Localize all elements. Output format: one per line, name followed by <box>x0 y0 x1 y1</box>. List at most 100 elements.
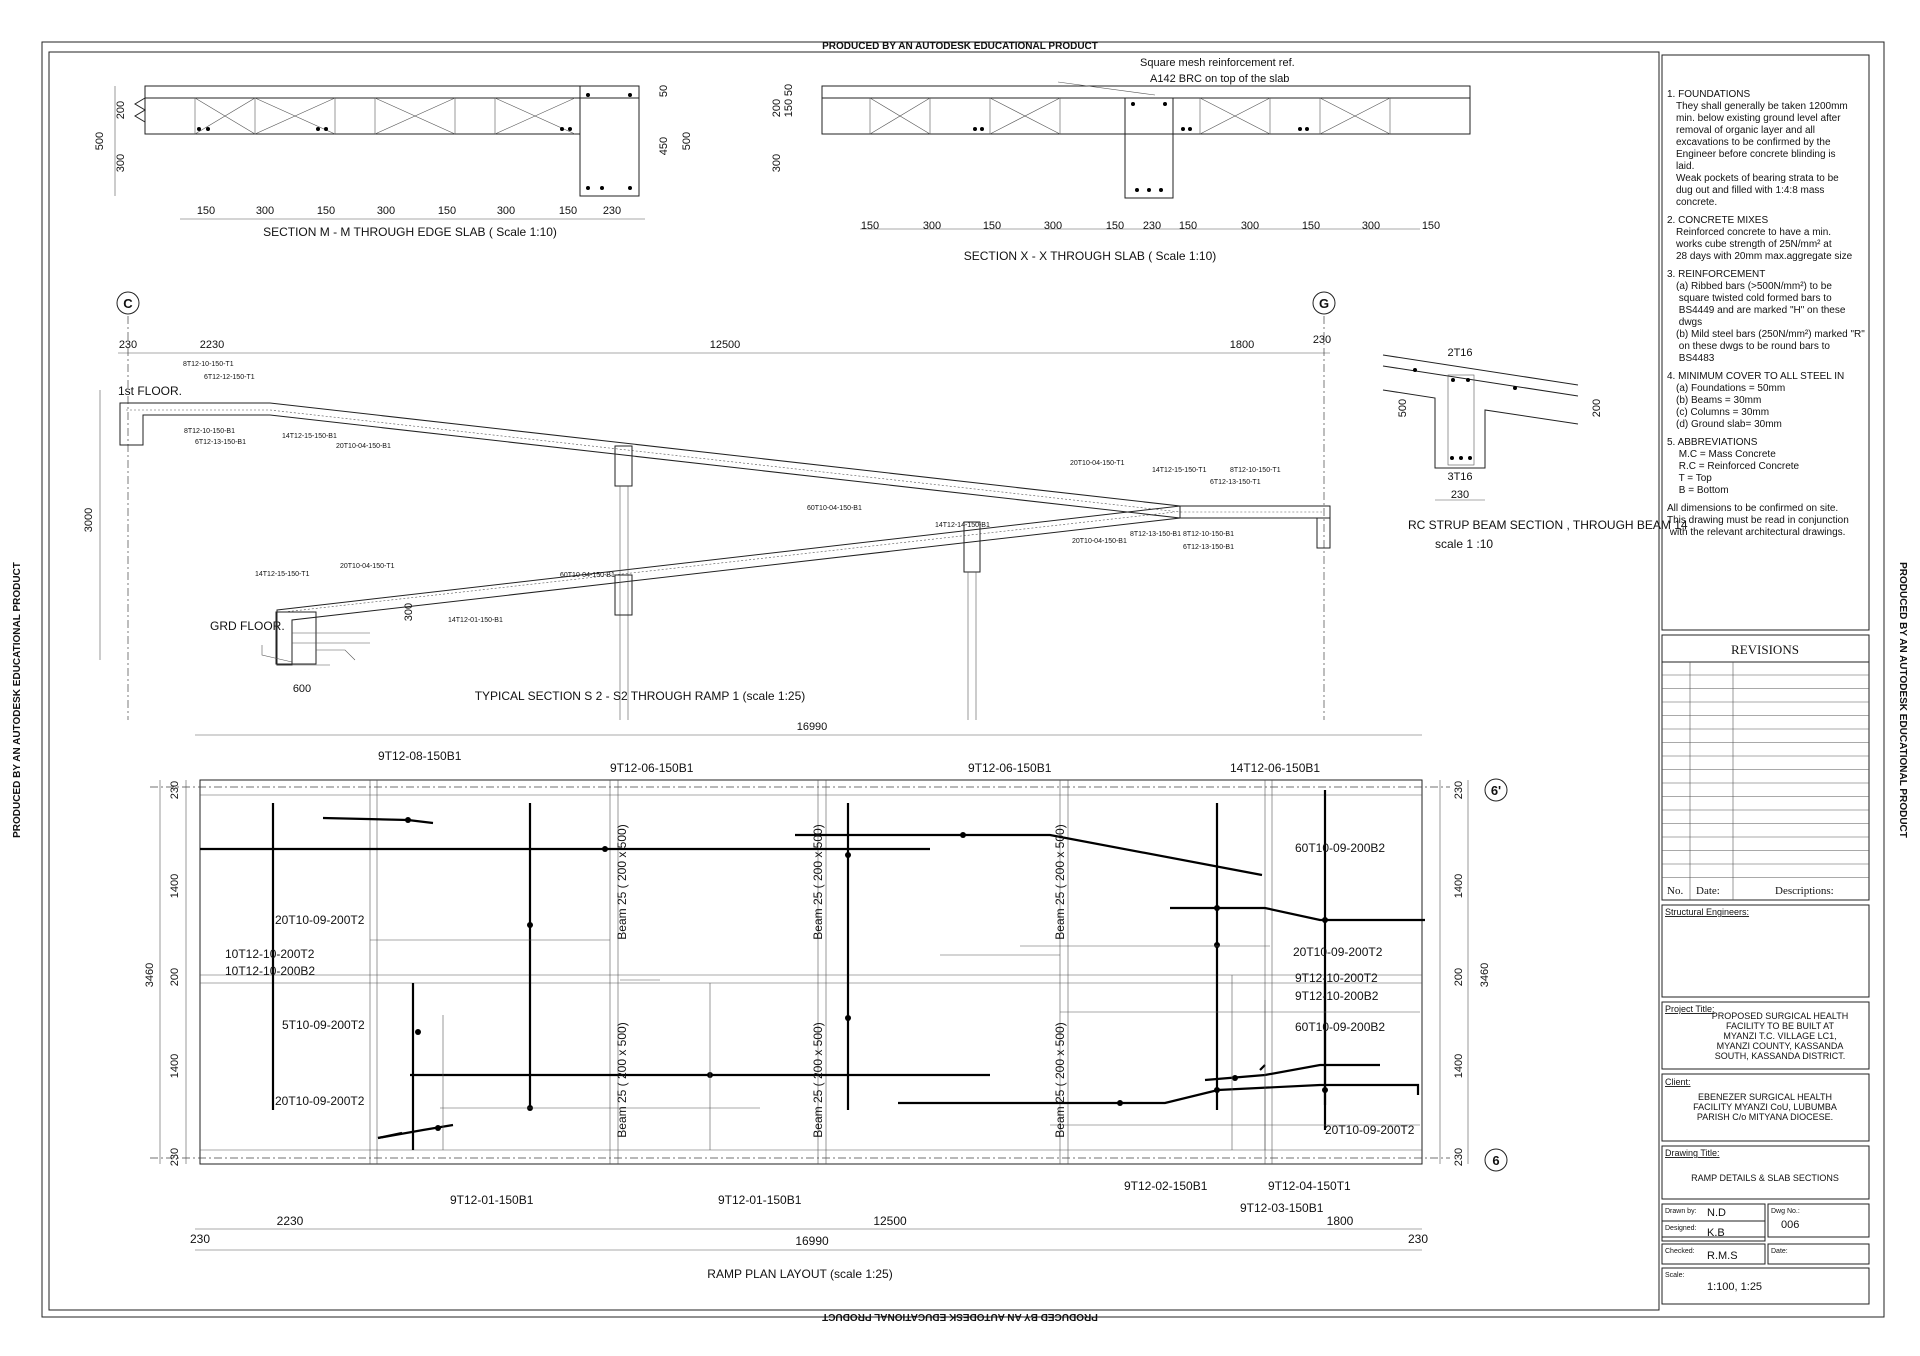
rs-bar-label: 8T12-10-150-T1 <box>183 361 234 368</box>
note-line: min. below existing ground level after <box>1676 113 1841 124</box>
grid-6-bubble <box>1484 1148 1508 1172</box>
plan-bottom-end: 230 <box>1408 1232 1428 1246</box>
rs-bar-label: 14T12-14-150-B1 <box>935 522 990 529</box>
xx-bdim: 300 <box>1241 220 1259 232</box>
checked: R.M.S <box>1707 1250 1738 1262</box>
plan-label-bottom: 9T12-03-150B1 <box>1240 1201 1324 1215</box>
project-title-line: MYANZI COUNTY, KASSANDA <box>1717 1041 1844 1051</box>
plan-label-mid: 60T10-09-200B2 <box>1295 841 1385 855</box>
mm-dim-450: 450 <box>658 137 670 155</box>
plan-label-mid: 9T12-10-200B2 <box>1295 989 1379 1003</box>
plan-bottom-dim: 12500 <box>873 1214 907 1228</box>
rs-bar-label: 14T12-15-150-T1 <box>1152 467 1207 474</box>
xx-bdim: 150 <box>861 220 879 232</box>
plan-label-mid: 20T10-09-200T2 <box>1293 945 1383 959</box>
grid-g-label: G <box>1319 296 1329 311</box>
note-line: Reinforced concrete to have a min. <box>1676 227 1831 238</box>
mm-bdim: 300 <box>256 205 274 217</box>
mm-dim-500: 500 <box>94 132 106 150</box>
note-line: (b) Mild steel bars (250N/mm²) marked "R… <box>1676 329 1865 340</box>
drawn-by-label: Drawn by: <box>1665 1208 1697 1215</box>
section-mm: 500 200 300 50 450 500 150 300 150 300 1… <box>94 85 693 239</box>
note-line: dwgs <box>1676 317 1702 328</box>
plan-left-dim: 230 <box>169 1148 181 1166</box>
dwg-no-label: Dwg No.: <box>1771 1208 1800 1215</box>
designed-label: Designed: <box>1665 1225 1697 1232</box>
drawn-by: N.D <box>1707 1207 1726 1219</box>
note-line: (c) Columns = 30mm <box>1676 407 1769 418</box>
mm-bdim: 230 <box>603 205 621 217</box>
dwg-no: 006 <box>1781 1219 1799 1231</box>
beam-label: Beam 25 ( 200 x 500) <box>811 824 825 939</box>
xx-bdim: 300 <box>1044 220 1062 232</box>
plan-left-dim: 1400 <box>169 874 181 898</box>
plan-label-mid: 60T10-09-200B2 <box>1295 1020 1385 1034</box>
strup-dim-500: 500 <box>1397 399 1409 417</box>
note-line: T = Top <box>1676 473 1712 484</box>
rs-bar-label: 8T12-10-150-B1 <box>184 428 235 435</box>
ramp-topdim: 230 <box>1313 334 1331 346</box>
rs-bar-label: 6T12-13-150-B1 <box>1183 544 1234 551</box>
rs-bar-label: 14T12-15-150-B1 <box>282 433 337 440</box>
note-line: (b) Beams = 30mm <box>1676 395 1761 406</box>
revision-rows <box>1662 674 1869 878</box>
xx-bdim: 150 <box>1106 220 1124 232</box>
grid-c-label: C <box>123 296 133 311</box>
note-heading: 2. CONCRETE MIXES <box>1667 215 1768 226</box>
rs-bar-label: 8T12-10-150-B1 <box>1183 531 1234 538</box>
mm-dim-500r: 500 <box>681 132 693 150</box>
note-heading: 4. MINIMUM COVER TO ALL STEEL IN <box>1667 371 1844 382</box>
xx-bdim: 150 <box>1422 220 1440 232</box>
plan-label-top: 9T12-08-150B1 <box>378 749 462 763</box>
xx-note-2: A142 BRC on top of the slab <box>1150 73 1289 85</box>
rs-bar-label: 8T12-10-150-T1 <box>1230 467 1281 474</box>
date-label: Date: <box>1771 1248 1788 1255</box>
plan-bottom-end: 230 <box>190 1232 210 1246</box>
plan-label-mid: 9T12-10-200T2 <box>1295 971 1378 985</box>
ground-floor-label: GRD FLOOR. <box>210 619 285 633</box>
plan-label-mid: 20T10-09-200T2 <box>275 1094 365 1108</box>
client-line: PARISH C/o MITYANA DIOCESE. <box>1697 1112 1833 1122</box>
rs-bar-label: 14T12-01-150-B1 <box>448 617 503 624</box>
strup-bottom-bars: 3T16 <box>1447 471 1472 483</box>
mm-bdim: 300 <box>497 205 515 217</box>
rs-bar-label: 14T12-15-150-T1 <box>255 571 310 578</box>
project-title-line: MYANZI T.C. VILLAGE LC1, <box>1723 1031 1836 1041</box>
ramp-section-title: TYPICAL SECTION S 2 - S2 THROUGH RAMP 1 … <box>475 689 806 703</box>
plan-label-mid: 20T10-09-200T2 <box>1325 1123 1415 1137</box>
client-label: Client: <box>1665 1077 1691 1087</box>
plan-label-mid: 10T12-10-200T2 <box>225 947 315 961</box>
xx-bdim: 300 <box>1362 220 1380 232</box>
outer-border <box>41 41 1885 1318</box>
xx-bdim: 300 <box>923 220 941 232</box>
mm-bdim: 150 <box>438 205 456 217</box>
xx-bdim: 230 <box>1143 220 1161 232</box>
rs-bar-label: 60T10-04-150-B1 <box>560 572 615 579</box>
beam-label: Beam 25 ( 200 x 500) <box>1053 824 1067 939</box>
plan-label-bottom: 9T12-01-150B1 <box>450 1193 534 1207</box>
plan-left-total: 3460 <box>144 963 156 987</box>
plan-right-dim: 200 <box>1453 968 1465 986</box>
client-line: EBENEZER SURGICAL HEALTH <box>1698 1092 1832 1102</box>
ramp-plan: 16990 <box>144 721 1508 1281</box>
ramp-section: C G 230 2230 12500 1800 230 1st FLOOR. G… <box>83 291 1336 720</box>
project-title-line: PROPOSED SURGICAL HEALTH <box>1712 1011 1849 1021</box>
note-line: dug out and filled with 1:4:8 mass <box>1676 185 1824 196</box>
client-line: FACILITY MYANZI CoU, LUBUMBA <box>1693 1102 1837 1112</box>
plan-label-bottom: 9T12-04-150T1 <box>1268 1179 1351 1193</box>
plan-label-top: 9T12-06-150B1 <box>968 761 1052 775</box>
strup-beam-section: 2T16 3T16 500 200 230 RC STRUP BEAM SECT… <box>1382 347 1688 551</box>
xx-dim: 300 <box>771 154 783 172</box>
mm-dim-300: 300 <box>115 154 127 172</box>
grid-c-bubble <box>116 291 140 315</box>
note-line: works cube strength of 25N/mm² at <box>1675 239 1832 250</box>
note-line: on these dwgs to be round bars to <box>1676 341 1830 352</box>
scale-label: Scale: <box>1665 1272 1685 1279</box>
plan-right-dim: 230 <box>1453 781 1465 799</box>
plan-right-total: 3460 <box>1479 963 1491 987</box>
note-line: excavations to be confirmed by the <box>1676 137 1831 148</box>
plan-label-top: 14T12-06-150B1 <box>1230 761 1320 775</box>
drawing-title-label: Drawing Title: <box>1665 1148 1720 1158</box>
ramp-plan-title: RAMP PLAN LAYOUT (scale 1:25) <box>707 1267 892 1281</box>
revisions-title: REVISIONS <box>1731 642 1799 657</box>
